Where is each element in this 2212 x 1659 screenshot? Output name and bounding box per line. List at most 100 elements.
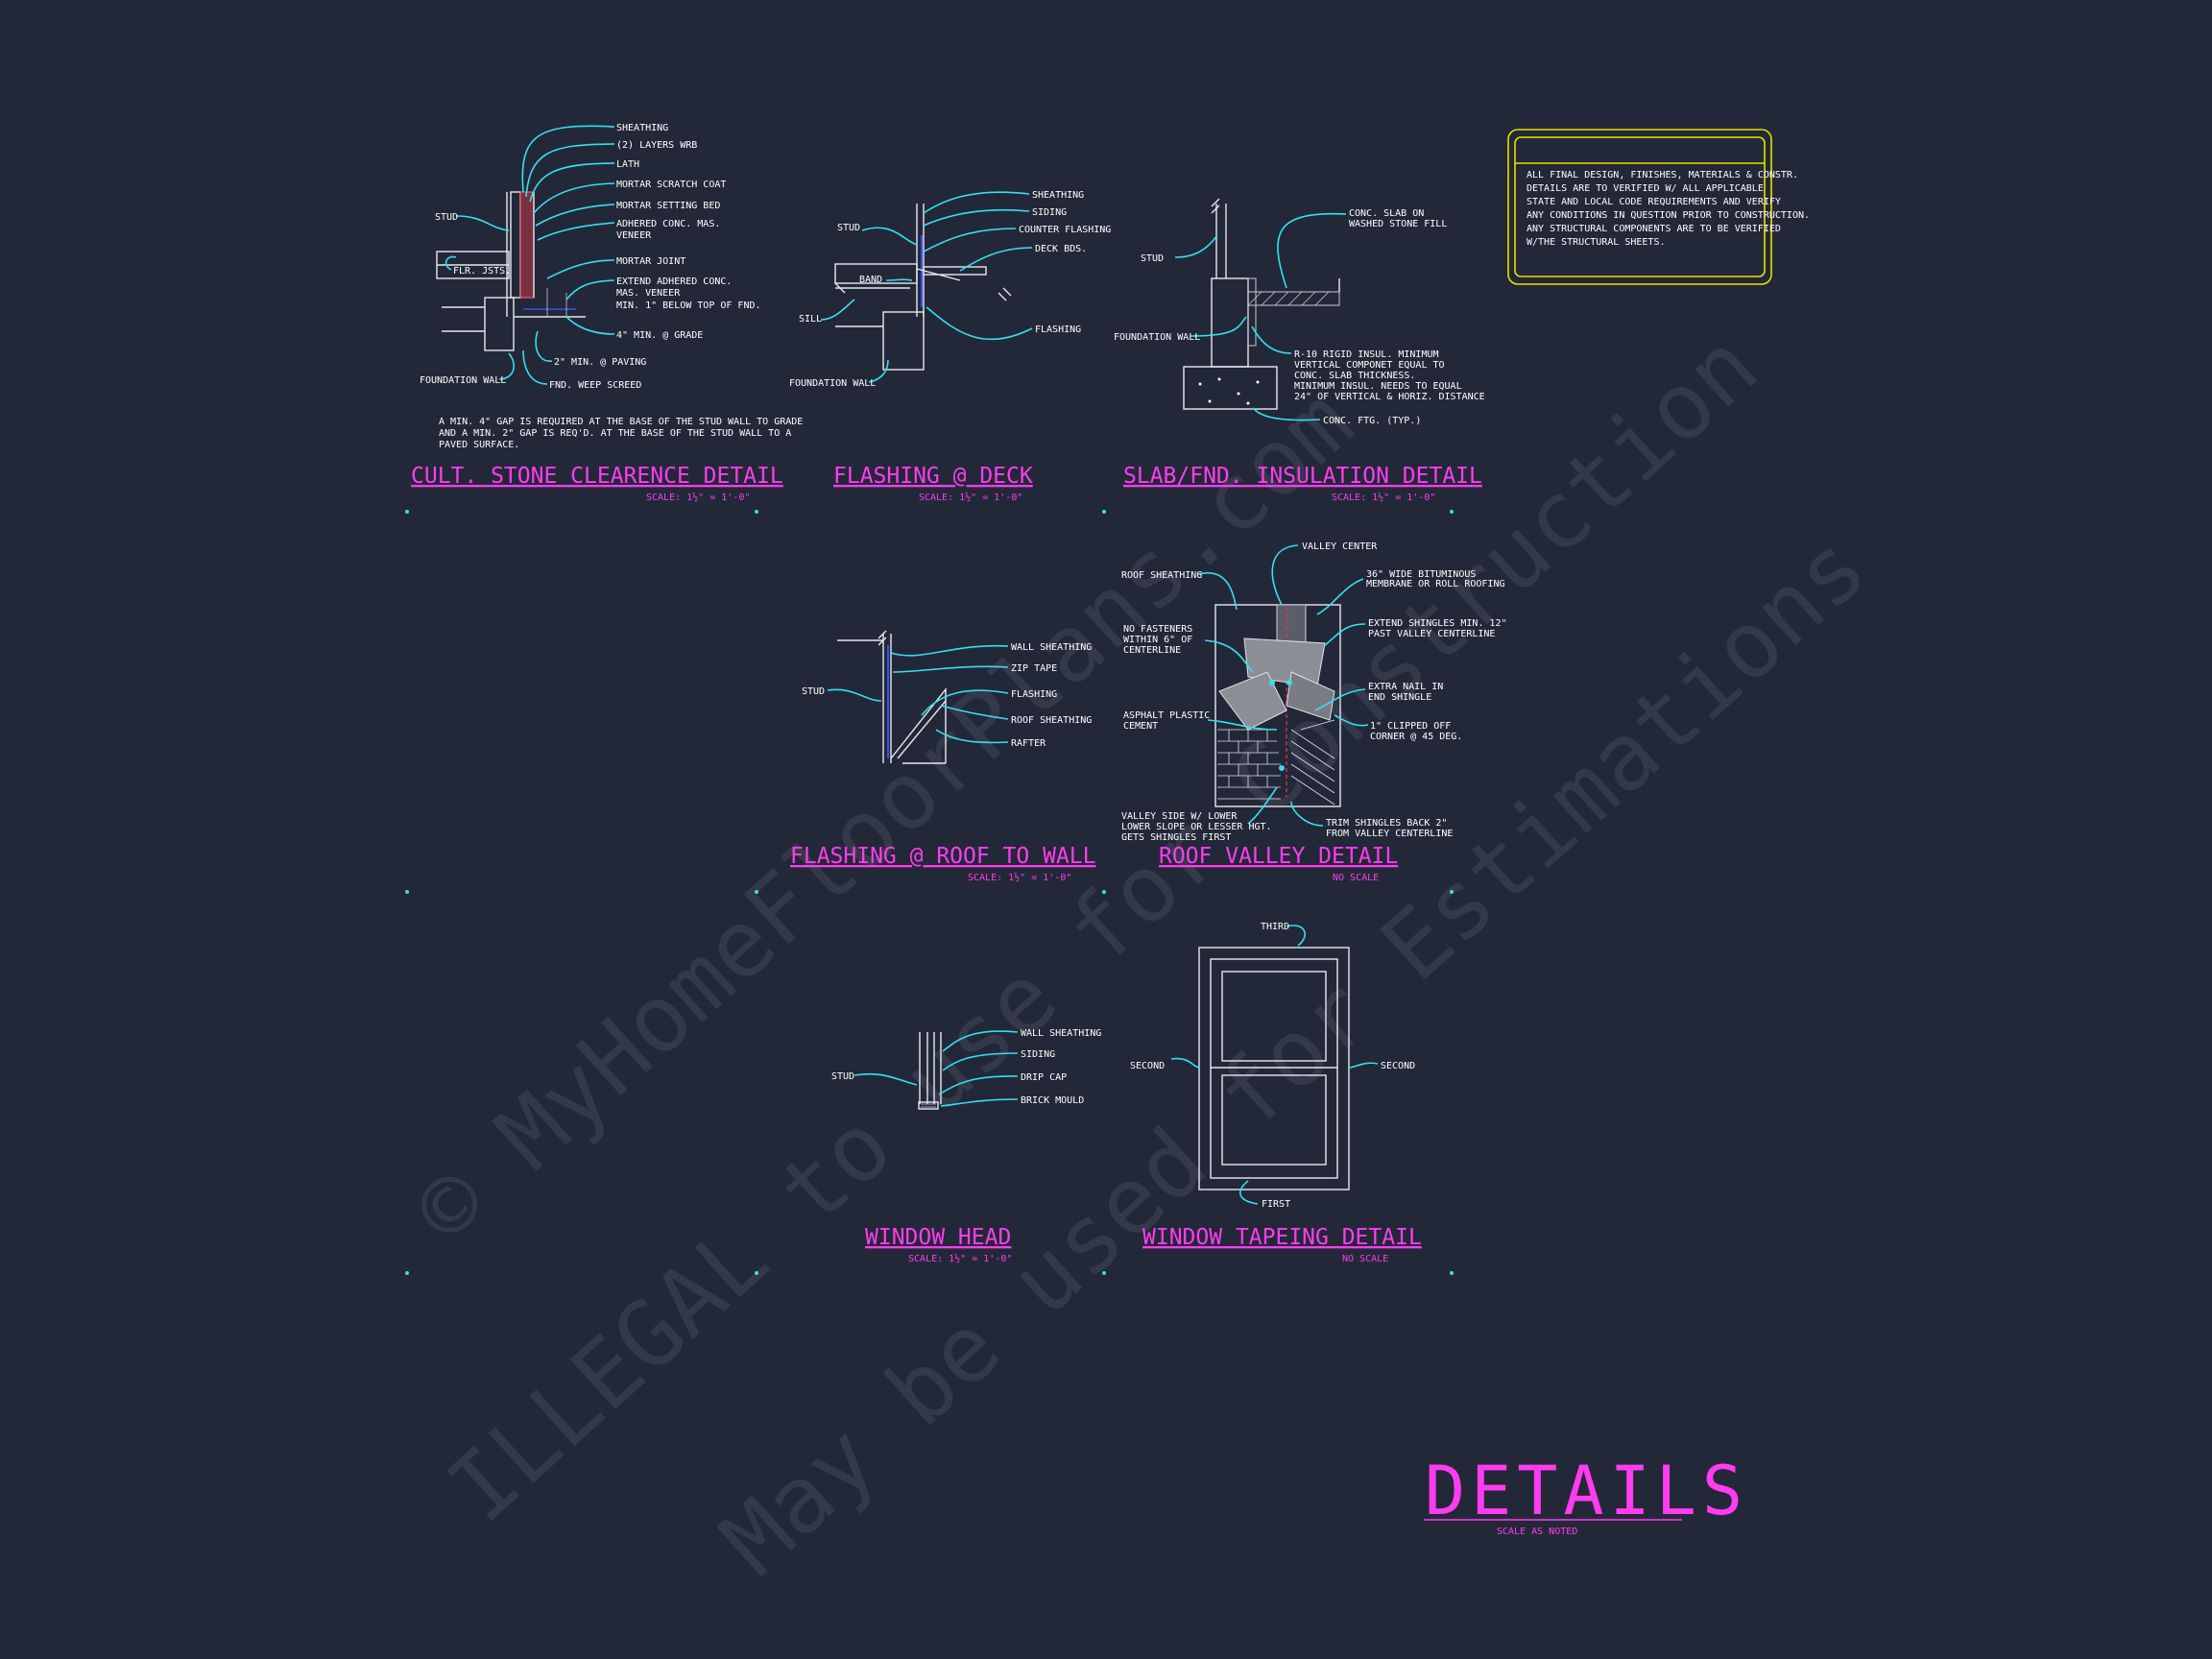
callout-label: FROM VALLEY CENTERLINE <box>1326 829 1453 839</box>
grid-dot <box>405 1271 409 1275</box>
window-tapeing-labels: THIRD SECOND SECOND FIRST <box>1130 922 1415 1210</box>
grid-dot <box>1102 1271 1106 1275</box>
callout-label: SIDING <box>1032 207 1067 218</box>
callout-label: ADHERED CONC. MAS. <box>616 219 720 229</box>
callout-label: WALL SHEATHING <box>1011 642 1092 653</box>
detail-roof-to-wall: WALL SHEATHING ZIP TAPE FLASHING ROOF SH… <box>790 630 1096 883</box>
grid-dot <box>1450 1271 1454 1275</box>
callout-label: STUD <box>831 1071 854 1082</box>
callout-label: FLR. JSTS. <box>453 266 511 276</box>
grid-dot <box>405 890 409 894</box>
roof-to-wall-linework <box>837 630 947 764</box>
flashing-deck-labels: SHEATHING SIDING COUNTER FLASHING DECK B… <box>789 190 1111 389</box>
grid-dot <box>405 510 409 514</box>
roof-to-wall-labels: WALL SHEATHING ZIP TAPE FLASHING ROOF SH… <box>802 642 1092 749</box>
detail-scale: NO SCALE <box>1333 873 1379 883</box>
callout-label: CONC. SLAB THICKNESS. <box>1294 371 1415 381</box>
general-note-line: STATE AND LOCAL CODE REQUIREMENTS AND VE… <box>1527 197 1781 207</box>
callout-label: WITHIN 6" OF <box>1123 635 1192 645</box>
detail-slab-insulation: CONC. SLAB ON WASHED STONE FILL STUD FOU… <box>1114 198 1485 503</box>
sheet-title-block: DETAILS SCALE AS NOTED <box>1424 1452 1748 1537</box>
detail-scale: SCALE: 1½" = 1'-0" <box>919 492 1022 503</box>
callout-label: STUD <box>802 686 825 697</box>
roof-valley-labels: VALLEY CENTER ROOF SHEATHING 36" WIDE BI… <box>1121 541 1507 843</box>
cult-stone-leaders <box>445 125 615 385</box>
callout-label: 2" MIN. @ PAVING <box>554 357 646 368</box>
callout-label: NO FASTENERS <box>1123 624 1192 635</box>
callout-label: MIN. 1" BELOW TOP OF FND. <box>616 301 761 311</box>
cult-stone-labels: SHEATHING (2) LAYERS WRB LATH MORTAR SCR… <box>420 123 761 391</box>
callout-label: EXTEND ADHERED CONC. <box>616 276 732 287</box>
callout-label: SHEATHING <box>1032 190 1084 201</box>
window-tapeing-linework <box>1198 947 1350 1190</box>
callout-label: VENEER <box>616 230 652 241</box>
roof-to-wall-leaders <box>827 644 1009 744</box>
grid-dot <box>755 890 758 894</box>
detail-title: WINDOW TAPEING DETAIL <box>1142 1225 1422 1250</box>
callout-label: CENTERLINE <box>1123 645 1181 656</box>
general-note-line: ANY STRUCTURAL COMPONENTS ARE TO BE VERI… <box>1527 224 1781 234</box>
flashing-deck-leaders <box>820 191 1033 383</box>
callout-label: DRIP CAP <box>1021 1072 1067 1083</box>
callout-label: MORTAR SCRATCH COAT <box>616 180 726 190</box>
watermark: © MyHomeFloorPlans.com ILLEGAL to use fo… <box>394 312 1887 1596</box>
window-head-leaders <box>854 1030 1019 1107</box>
watermark-line-2: ILLEGAL to use for Construction <box>427 312 1777 1543</box>
callout-label: R-10 RIGID INSUL. MINIMUM <box>1294 349 1439 360</box>
callout-label: FND. WEEP SCREED <box>549 380 641 391</box>
callout-label: END SHINGLE <box>1368 692 1431 703</box>
callout-label: MORTAR JOINT <box>616 256 685 267</box>
detail-window-tapeing: THIRD SECOND SECOND FIRST WINDOW TAPEING… <box>1130 922 1422 1264</box>
callout-label: RAFTER <box>1011 738 1046 749</box>
sheet-title: DETAILS <box>1425 1452 1748 1530</box>
detail-scale: SCALE: 1½" = 1'-0" <box>1332 492 1435 503</box>
callout-label: GETS SHINGLES FIRST <box>1121 832 1231 843</box>
callout-label: STUD <box>837 223 860 233</box>
callout-label: BRICK MOULD <box>1021 1095 1084 1106</box>
callout-label: 1" CLIPPED OFF <box>1370 721 1451 732</box>
grid-dot <box>755 1271 758 1275</box>
general-note-line: ALL FINAL DESIGN, FINISHES, MATERIALS & … <box>1527 170 1798 180</box>
callout-label: SIDING <box>1021 1049 1055 1060</box>
callout-label: VALLEY CENTER <box>1302 541 1378 552</box>
callout-label: BAND <box>859 275 882 285</box>
detail-title: FLASHING @ DECK <box>833 464 1033 489</box>
general-note-box: ALL FINAL DESIGN, FINISHES, MATERIALS & … <box>1507 129 1810 285</box>
callout-label: MAS. VENEER <box>616 288 681 299</box>
window-head-labels: WALL SHEATHING SIDING DRIP CAP BRICK MOU… <box>831 1028 1101 1106</box>
callout-label: SECOND <box>1130 1061 1165 1071</box>
general-note-line: ANY CONDITIONS IN QUESTION PRIOR TO CONS… <box>1527 210 1810 221</box>
slab-insulation-labels: CONC. SLAB ON WASHED STONE FILL STUD FOU… <box>1114 208 1485 426</box>
callout-label: ROOF SHEATHING <box>1011 715 1092 726</box>
detail-title: SLAB/FND. INSULATION DETAIL <box>1123 464 1482 489</box>
callout-label: LATH <box>616 159 639 170</box>
detail-title: ROOF VALLEY DETAIL <box>1159 844 1398 869</box>
callout-label: FLASHING <box>1011 689 1057 700</box>
detail-title: FLASHING @ ROOF TO WALL <box>790 844 1096 869</box>
flashing-deck-linework <box>834 204 1012 371</box>
window-head-linework <box>918 1032 942 1110</box>
callout-label: WALL SHEATHING <box>1021 1028 1101 1039</box>
detail-scale: SCALE: 1½" = 1'-0" <box>908 1253 1012 1264</box>
callout-label: FOUNDATION WALL <box>789 378 876 389</box>
slab-insulation-leaders <box>1174 212 1347 421</box>
callout-label: TRIM SHINGLES BACK 2" <box>1326 818 1447 829</box>
callout-label: STUD <box>1141 253 1164 264</box>
detail-scale: SCALE: 1½" = 1'-0" <box>968 872 1071 883</box>
callout-label: CONC. FTG. (TYP.) <box>1323 416 1421 426</box>
detail-title: CULT. STONE CLEARENCE DETAIL <box>411 464 783 489</box>
cult-stone-note-line: AND A MIN. 2" GAP IS REQ'D. AT THE BASE … <box>439 428 791 439</box>
callout-label: FOUNDATION WALL <box>420 375 506 386</box>
callout-label: FIRST <box>1262 1199 1290 1210</box>
detail-roof-valley: VALLEY CENTER ROOF SHEATHING 36" WIDE BI… <box>1121 541 1507 883</box>
sheet-subtitle: SCALE AS NOTED <box>1497 1527 1577 1537</box>
window-tapeing-leaders <box>1170 925 1379 1205</box>
cult-stone-note-line: PAVED SURFACE. <box>439 440 519 450</box>
callout-label: MEMBRANE OR ROLL ROOFING <box>1366 579 1505 589</box>
grid-dot <box>1102 890 1106 894</box>
grid-dot <box>1102 510 1106 514</box>
roof-valley-leaders <box>1197 544 1369 827</box>
callout-label: SILL <box>799 314 822 325</box>
callout-label: SECOND <box>1381 1061 1415 1071</box>
